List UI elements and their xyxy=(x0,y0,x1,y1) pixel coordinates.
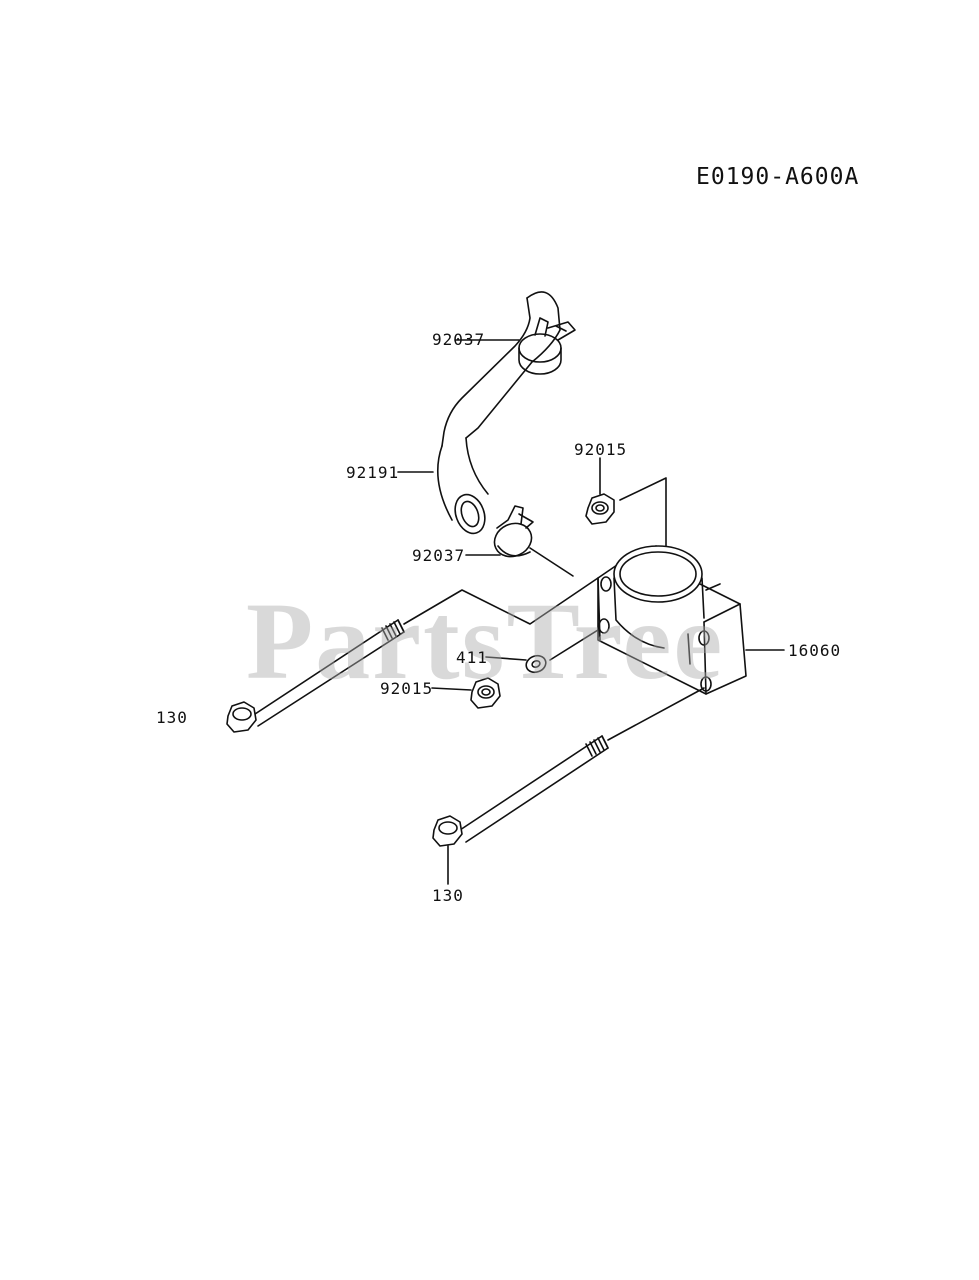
leader-line xyxy=(403,577,599,625)
leader-line xyxy=(549,629,599,661)
part-ref-16060[interactable]: 16060 xyxy=(788,641,842,660)
hose-icon[interactable] xyxy=(436,291,561,538)
part-ref-92191[interactable]: 92191 xyxy=(346,463,400,482)
part-ref-92015-lower[interactable]: 92015 xyxy=(380,679,434,698)
part-ref-130-left[interactable]: 130 xyxy=(156,708,188,727)
hose-clamp-icon[interactable] xyxy=(518,317,576,375)
leader-line xyxy=(607,687,705,741)
bolt-icon[interactable] xyxy=(226,619,405,733)
flange-nut-icon[interactable] xyxy=(585,493,615,525)
diagram-code: E0190-A600A xyxy=(696,164,860,190)
flange-nut-icon[interactable] xyxy=(470,677,501,709)
carburetor-holder-icon[interactable] xyxy=(597,545,747,695)
part-ref-130-bottom[interactable]: 130 xyxy=(432,886,464,905)
hose-clamp-icon[interactable] xyxy=(489,505,537,563)
part-ref-92015-top[interactable]: 92015 xyxy=(574,440,628,459)
part-ref-411[interactable]: 411 xyxy=(456,648,488,667)
leader-line xyxy=(431,687,472,691)
washer-icon[interactable] xyxy=(524,653,548,675)
leader-line xyxy=(485,656,527,661)
leader-line xyxy=(529,547,574,577)
part-ref-92037-lower[interactable]: 92037 xyxy=(412,546,466,565)
part-ref-92037-top[interactable]: 92037 xyxy=(432,330,486,349)
bolt-icon[interactable] xyxy=(432,735,609,847)
